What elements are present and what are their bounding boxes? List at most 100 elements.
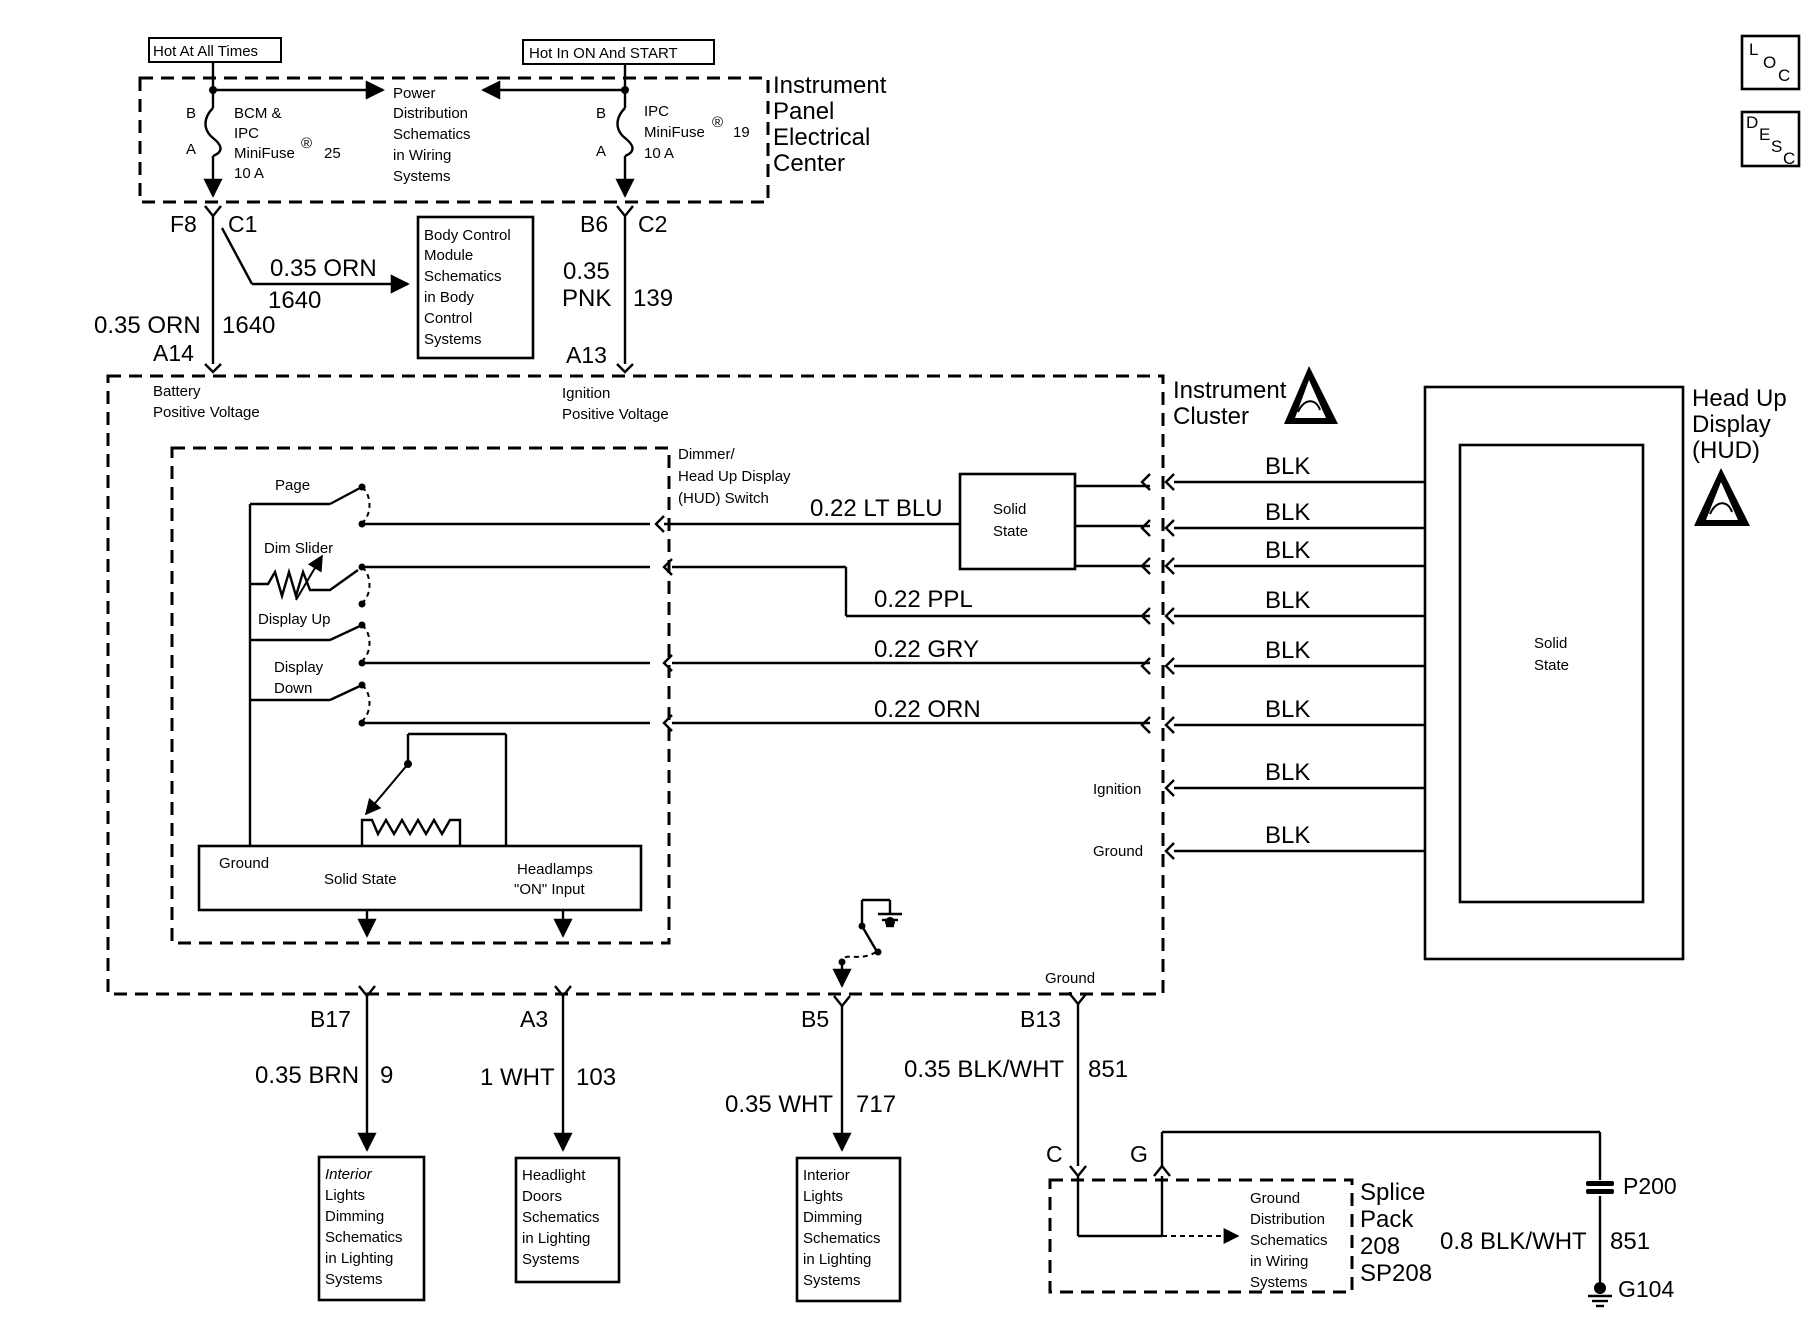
battery-feed-wire: F8 C1 0.35 ORN 1640 0.35 ORN 1640 A14 — [94, 205, 410, 374]
svg-text:P200: P200 — [1623, 1173, 1677, 1199]
svg-text:Down: Down — [274, 680, 312, 697]
svg-text:Head Up Display: Head Up Display — [678, 468, 791, 485]
svg-text:in Lighting: in Lighting — [325, 1250, 393, 1267]
ground-symbol-icon — [878, 912, 902, 928]
svg-text:Lights: Lights — [325, 1187, 365, 1204]
svg-text:B13: B13 — [1020, 1006, 1061, 1032]
svg-text:0.35 ORN: 0.35 ORN — [94, 312, 201, 339]
svg-text:717: 717 — [856, 1091, 896, 1118]
svg-text:Positive Voltage: Positive Voltage — [562, 406, 669, 423]
svg-text:C: C — [1046, 1141, 1063, 1167]
svg-text:Schematics: Schematics — [424, 268, 502, 285]
svg-text:F8: F8 — [170, 211, 197, 237]
svg-text:Control: Control — [424, 310, 472, 327]
svg-text:A: A — [186, 141, 196, 158]
desc-icon: D E S C — [1740, 110, 1801, 168]
svg-text:Ground: Ground — [1093, 843, 1143, 860]
svg-text:Battery: Battery — [153, 383, 201, 400]
svg-text:Solid: Solid — [1534, 635, 1567, 652]
svg-text:®: ® — [712, 114, 723, 131]
svg-text:C: C — [1783, 149, 1795, 168]
svg-text:in Lighting: in Lighting — [522, 1230, 590, 1247]
svg-text:0.22 ORN: 0.22 ORN — [874, 696, 981, 723]
hot-at-all-times-label: Hot At All Times — [148, 37, 282, 63]
svg-text:B17: B17 — [310, 1006, 351, 1032]
svg-text:A14: A14 — [153, 340, 194, 366]
esd-warning-icon — [1694, 468, 1750, 526]
svg-text:0.8 BLK/WHT: 0.8 BLK/WHT — [1440, 1228, 1587, 1255]
svg-text:Instrument: Instrument — [1173, 377, 1287, 404]
svg-text:Positive Voltage: Positive Voltage — [153, 404, 260, 421]
svg-text:Power: Power — [393, 85, 436, 102]
svg-text:Systems: Systems — [522, 1251, 580, 1268]
svg-text:L: L — [1749, 40, 1758, 59]
svg-text:Systems: Systems — [393, 168, 451, 185]
svg-text:State: State — [1534, 657, 1569, 674]
fuse-symbol-icon — [204, 107, 222, 158]
svg-text:SP208: SP208 — [1360, 1260, 1432, 1287]
svg-text:C2: C2 — [638, 211, 667, 237]
loc-icon: L O C — [1740, 34, 1801, 91]
svg-text:State: State — [993, 523, 1028, 540]
svg-text:Schematics: Schematics — [393, 126, 471, 143]
svg-text:Page: Page — [275, 477, 310, 494]
svg-text:in Body: in Body — [424, 289, 475, 306]
svg-text:®: ® — [301, 135, 312, 152]
svg-text:1 WHT: 1 WHT — [480, 1064, 555, 1091]
svg-text:Systems: Systems — [803, 1272, 861, 1289]
svg-text:Dimming: Dimming — [325, 1208, 384, 1225]
svg-text:Pack: Pack — [1360, 1206, 1414, 1233]
svg-text:IPC: IPC — [644, 103, 669, 120]
svg-text:851: 851 — [1088, 1056, 1128, 1083]
svg-text:A3: A3 — [520, 1006, 548, 1032]
svg-text:851: 851 — [1610, 1228, 1650, 1255]
svg-text:Dimming: Dimming — [803, 1209, 862, 1226]
svg-text:Systems: Systems — [325, 1271, 383, 1288]
svg-text:9: 9 — [380, 1062, 393, 1089]
svg-text:Dimmer/: Dimmer/ — [678, 446, 735, 463]
instrument-panel-electrical-center: Instrument Panel Electrical Center B A B… — [138, 62, 887, 204]
svg-text:in Wiring: in Wiring — [393, 147, 451, 164]
svg-text:208: 208 — [1360, 1233, 1400, 1260]
svg-text:Headlight: Headlight — [522, 1167, 586, 1184]
interior-lights-dimming-reference-1: Interior Lights Dimming Schematics in Li… — [317, 1155, 426, 1302]
svg-text:19: 19 — [733, 124, 750, 141]
svg-text:Display: Display — [274, 659, 324, 676]
interior-lights-dimming-reference-2: Interior Lights Dimming Schematics in Li… — [795, 1156, 902, 1303]
svg-text:Ignition: Ignition — [562, 385, 610, 402]
svg-text:Display Up: Display Up — [258, 611, 331, 628]
svg-text:139: 139 — [633, 285, 673, 312]
ground-symbol-icon — [1588, 1282, 1612, 1308]
svg-text:IPC: IPC — [234, 125, 259, 142]
svg-text:0.35 BRN: 0.35 BRN — [255, 1062, 359, 1089]
svg-text:Panel: Panel — [773, 98, 834, 125]
hot-in-on-start-label: Hot In ON And START — [522, 39, 715, 65]
b13-ground-wire: B13 0.35 BLK/WHT 851 — [904, 993, 1128, 1166]
svg-text:Systems: Systems — [424, 331, 482, 348]
svg-text:0.35 WHT: 0.35 WHT — [725, 1091, 833, 1118]
svg-text:A: A — [596, 143, 606, 160]
svg-text:Instrument: Instrument — [773, 72, 887, 99]
svg-text:Body Control: Body Control — [424, 227, 511, 244]
svg-text:Headlamps: Headlamps — [517, 861, 593, 878]
svg-text:0.35: 0.35 — [563, 258, 610, 285]
svg-text:B5: B5 — [801, 1006, 829, 1032]
svg-text:0.22 GRY: 0.22 GRY — [874, 636, 979, 663]
svg-text:Distribution: Distribution — [1250, 1211, 1325, 1228]
svg-text:0.22 PPL: 0.22 PPL — [874, 586, 973, 613]
esd-warning-icon — [1284, 366, 1338, 424]
svg-text:Ignition: Ignition — [1093, 781, 1141, 798]
svg-text:Interior: Interior — [803, 1167, 850, 1184]
svg-text:0.22 LT BLU: 0.22 LT BLU — [810, 495, 943, 522]
svg-text:1640: 1640 — [268, 287, 321, 314]
svg-text:Ground: Ground — [219, 855, 269, 872]
headlight-doors-reference: Headlight Doors Schematics in Lighting S… — [514, 1156, 621, 1284]
svg-text:Schematics: Schematics — [803, 1230, 881, 1247]
svg-text:BLK: BLK — [1265, 822, 1310, 849]
svg-text:O: O — [1763, 53, 1776, 72]
svg-text:Systems: Systems — [1250, 1274, 1308, 1291]
svg-text:B6: B6 — [580, 211, 608, 237]
svg-text:Center: Center — [773, 150, 845, 177]
a3-output-wire: A3 1 WHT 103 — [480, 985, 616, 1152]
svg-text:BLK: BLK — [1265, 637, 1310, 664]
